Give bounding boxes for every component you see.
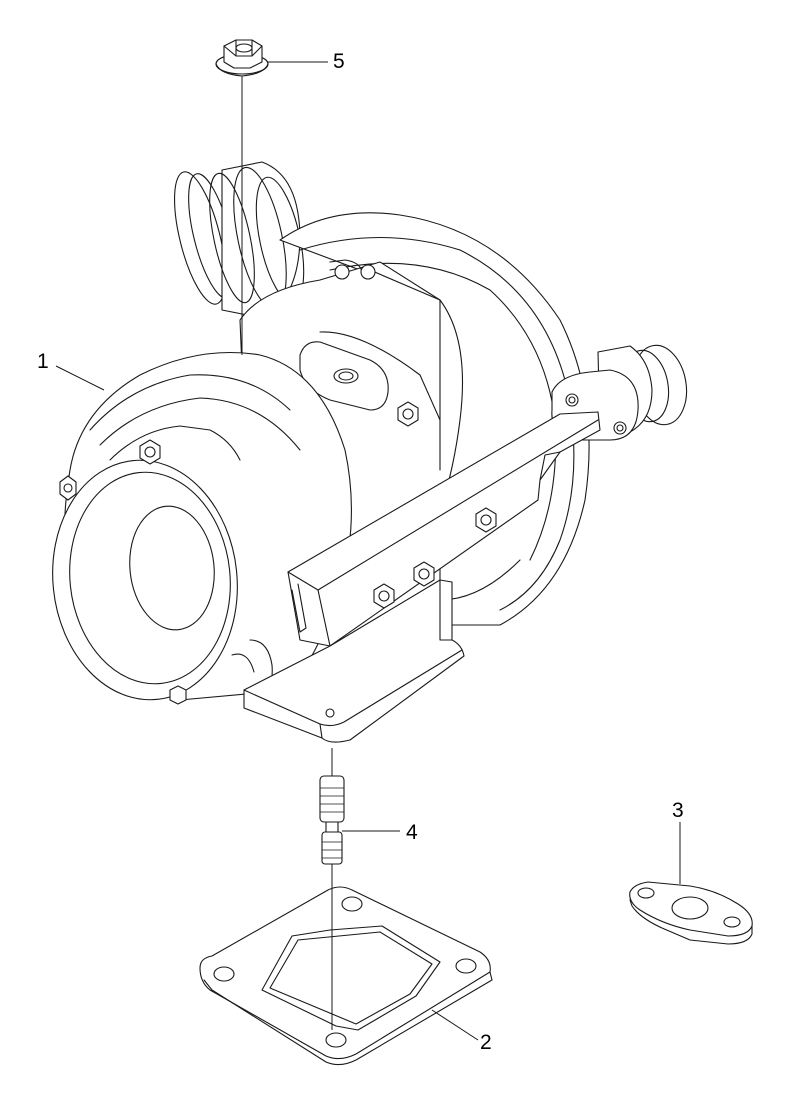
part-2-flange-gasket <box>199 886 493 1066</box>
part-5-flange-nut <box>215 39 269 77</box>
hex-bolt-icon <box>59 475 77 501</box>
turbine-inlet-flange <box>243 579 465 743</box>
part-3-oil-gasket <box>629 881 753 945</box>
callout-2: 2 <box>480 1031 492 1054</box>
support-bracket <box>287 411 601 647</box>
part-4-stud <box>319 775 345 865</box>
part-1-turbocharger <box>52 161 688 743</box>
hex-bolt-icon <box>373 583 395 609</box>
hex-bolt-icon <box>397 401 419 427</box>
hex-bolt-icon <box>169 685 187 705</box>
hex-bolt-icon <box>413 561 435 587</box>
hex-bolt-icon <box>139 439 161 465</box>
callout-5: 5 <box>333 50 345 73</box>
callout-4: 4 <box>406 821 418 844</box>
leader-lines <box>55 61 681 1041</box>
turbine-housing <box>279 212 590 626</box>
callout-1: 1 <box>37 350 49 373</box>
housing-bolts <box>397 401 419 427</box>
hex-bolt-icon <box>475 507 497 533</box>
compressor-housing <box>52 351 352 715</box>
callout-3: 3 <box>672 799 684 822</box>
